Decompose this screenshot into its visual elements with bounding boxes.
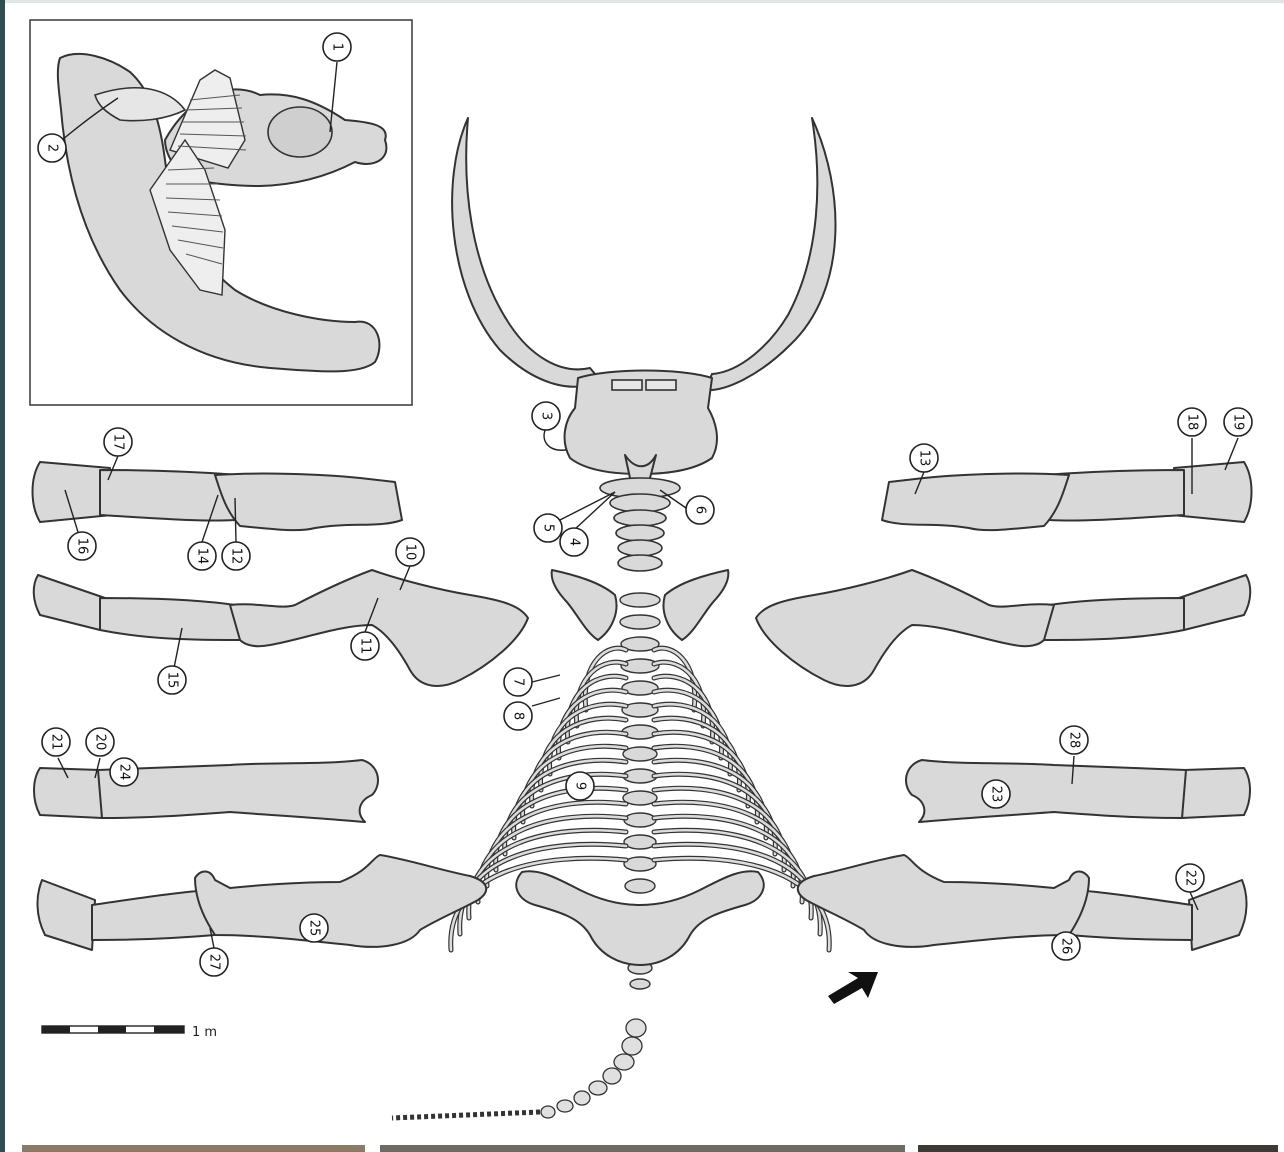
callout-number: 20 (93, 734, 108, 751)
callout-number: 18 (1185, 414, 1200, 431)
callout-9: 9 (566, 772, 594, 800)
callout-27: 27 (200, 948, 228, 976)
callout-2: 2 (38, 134, 66, 162)
scale-bar: 1 m (42, 1025, 217, 1040)
callout-1: 1 (323, 33, 351, 61)
callout-number: 19 (1231, 414, 1246, 431)
left-forelimb-lower (34, 570, 528, 686)
callout-number: 8 (511, 712, 526, 720)
right-hind-upper (906, 760, 1250, 822)
callout-20: 20 (86, 728, 114, 756)
callout-17: 17 (104, 428, 132, 456)
callout-number: 4 (567, 538, 582, 546)
left-scapula-top-view (552, 570, 617, 640)
callout-number: 23 (989, 786, 1004, 803)
callout-8: 8 (504, 702, 532, 730)
callout-number: 27 (207, 954, 222, 971)
callout-number: 12 (229, 548, 244, 565)
callout-number: 14 (195, 548, 210, 565)
right-tusk (705, 118, 836, 390)
callout-23: 23 (982, 780, 1010, 808)
right-forelimb-lower (756, 570, 1250, 686)
right-scapula-top-view (664, 570, 729, 640)
tail (392, 1019, 646, 1118)
callout-12: 12 (222, 542, 250, 570)
callout-4: 4 (560, 528, 588, 556)
callout-15: 15 (158, 666, 186, 694)
callout-number: 25 (307, 920, 322, 937)
callout-number: 26 (1059, 938, 1074, 955)
callout-3: 3 (532, 402, 560, 430)
callout-16: 16 (68, 532, 96, 560)
callout-number: 10 (403, 544, 418, 561)
scale-bar-label: 1 m (192, 1025, 217, 1040)
callout-number: 16 (75, 538, 90, 555)
callout-number: 11 (358, 638, 373, 655)
callout-28: 28 (1060, 726, 1088, 754)
callout-number: 1 (330, 43, 345, 51)
callout-5: 5 (534, 514, 562, 542)
callout-7: 7 (504, 668, 532, 696)
callout-number: 3 (539, 412, 554, 420)
callout-number: 21 (49, 734, 64, 751)
callout-number: 17 (111, 434, 126, 451)
inset-panel (30, 20, 412, 405)
callout-18: 18 (1178, 408, 1206, 436)
right-forelimb-upper (882, 462, 1252, 530)
callout-number: 7 (511, 678, 526, 686)
callout-number: 9 (573, 782, 588, 790)
left-hind-upper (34, 760, 378, 822)
callout-number: 28 (1067, 732, 1082, 749)
callout-13: 13 (910, 444, 938, 472)
callout-number: 6 (693, 506, 708, 514)
arrow-icon (828, 972, 878, 1004)
callout-21: 21 (42, 728, 70, 756)
callout-number: 15 (165, 672, 180, 689)
left-hind-lower (37, 855, 486, 950)
callout-19: 19 (1224, 408, 1252, 436)
callout-number: 22 (1183, 870, 1198, 887)
callout-24: 24 (110, 758, 138, 786)
callout-6: 6 (686, 496, 714, 524)
callout-11: 11 (351, 632, 379, 660)
callout-10: 10 (396, 538, 424, 566)
callout-25: 25 (300, 914, 328, 942)
left-tusk (452, 118, 600, 387)
callout-14: 14 (188, 542, 216, 570)
callout-22: 22 (1176, 864, 1204, 892)
callout-number: 24 (117, 764, 132, 781)
callout-number: 5 (541, 524, 556, 532)
callout-26: 26 (1052, 932, 1080, 960)
callout-number: 13 (917, 450, 932, 467)
callout-number: 2 (45, 144, 60, 152)
